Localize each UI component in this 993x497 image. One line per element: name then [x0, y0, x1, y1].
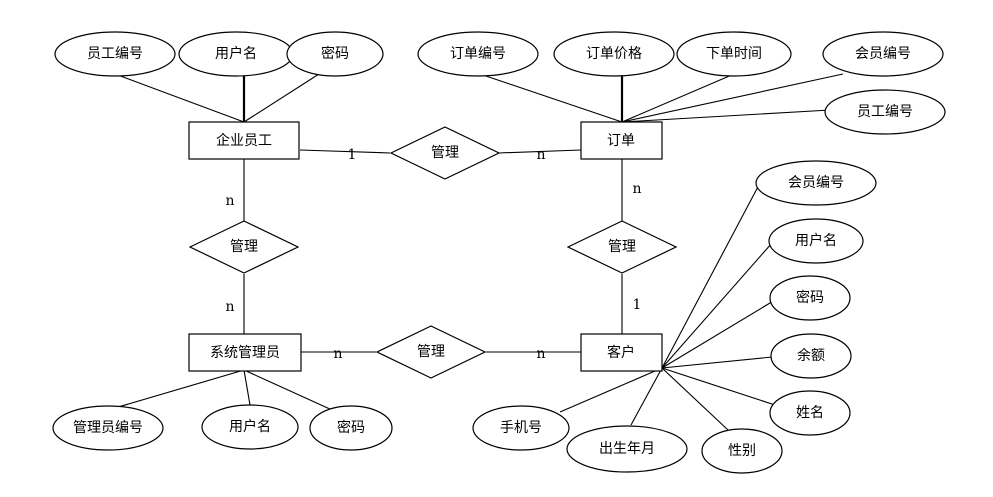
link-rel1-order [497, 149, 582, 154]
attr-customer-balance-label: 余额 [797, 347, 825, 364]
attr-order-id-ellipse [417, 31, 539, 77]
relationship-admin-customer: 管理 [375, 325, 487, 379]
attr-customer-gender-label: 性别 [728, 443, 756, 459]
cardinality-order-customer-order-side: n [632, 181, 641, 197]
relationship-admin-customer-diamond [375, 325, 487, 379]
attr-admin-id-ellipse [52, 405, 164, 451]
link-customer-attr-member-id [661, 182, 761, 369]
entity-order: 订单 [580, 121, 663, 160]
relationship-employee-admin-label: 管理 [230, 239, 258, 255]
attr-customer-password-label: 密码 [796, 289, 824, 306]
cardinality-admin-customer-admin-side: n [333, 346, 342, 362]
relationship-employee-order-label: 管理 [431, 145, 459, 161]
order-attributes: 订单编号 订单价格 下单时间 会员编号 员工编号 [417, 31, 946, 135]
link-customer-attr-birth [630, 367, 663, 426]
link-employee-attr-password [243, 73, 320, 123]
entity-employee: 企业员工 [188, 121, 300, 160]
attr-order-member-id-ellipse [822, 31, 944, 77]
attr-order-employee-id-ellipse [824, 89, 946, 135]
link-customer-attr-username [661, 242, 773, 369]
link-admin-attr-id [107, 369, 245, 411]
attr-customer-name-label: 姓名 [796, 405, 824, 421]
admin-attributes: 管理员编号 用户名 密码 [52, 404, 393, 451]
cardinality-employee-order-employee-side: 1 [348, 147, 357, 163]
relationship-employee-admin-diamond [188, 220, 300, 274]
link-customer-attr-password [661, 299, 776, 369]
relationship-employee-order: 管理 [389, 126, 501, 180]
cardinality-employee-order-order-side: n [536, 147, 545, 163]
relationship-order-customer-label: 管理 [608, 239, 636, 255]
attr-order-price-label: 订单价格 [586, 46, 642, 62]
link-employee-rel1 [299, 149, 391, 154]
attr-customer-gender-ellipse [701, 428, 783, 474]
link-order-attr-id [479, 73, 623, 123]
attr-order-employee-id-label: 员工编号 [857, 104, 913, 120]
attr-customer-name-ellipse [769, 390, 851, 436]
attr-employee-id-label: 员工编号 [87, 46, 143, 62]
attr-admin-username-label: 用户名 [229, 418, 271, 435]
entity-admin-box [188, 333, 302, 372]
link-order-attr-employee-id [621, 109, 831, 123]
entity-customer-box [580, 333, 663, 372]
attr-admin-password-label: 密码 [337, 419, 365, 436]
entity-admin: 系统管理员 [188, 333, 302, 372]
attr-customer-birth-label: 出生年月 [599, 441, 655, 457]
link-order-attr-member-id [621, 73, 844, 123]
relationship-order-customer-diamond [566, 220, 678, 274]
attr-order-time-label: 下单时间 [706, 46, 762, 62]
relationship-employee-admin: 管理 [188, 220, 300, 274]
attr-admin-password-ellipse [309, 405, 393, 451]
attr-customer-member-id-label: 会员编号 [788, 175, 844, 191]
link-customer-attr-gender [661, 367, 729, 431]
attr-customer-username-label: 用户名 [795, 232, 837, 249]
attr-customer-password-ellipse [769, 275, 851, 321]
relationship-order-customer: 管理 [566, 220, 678, 274]
entity-customer-label: 客户 [607, 344, 635, 361]
attr-customer-member-id-ellipse [755, 160, 877, 206]
cardinality-order-customer-customer-side: 1 [633, 297, 642, 313]
entity-order-label: 订单 [607, 133, 635, 149]
attr-employee-password-label: 密码 [321, 45, 349, 62]
attr-admin-username-ellipse [201, 404, 299, 450]
entity-order-box [580, 121, 663, 160]
relationship-admin-customer-label: 管理 [417, 344, 445, 360]
cardinality-admin-customer-customer-side: n [536, 346, 545, 362]
employee-attributes: 员工编号 用户名 密码 [54, 31, 384, 77]
attr-employee-password-ellipse [286, 31, 384, 77]
link-customer-attr-balance [661, 356, 773, 369]
cardinality-labels: 1 n n n n 1 n n [225, 147, 641, 362]
link-admin-attr-password [243, 369, 333, 411]
attr-order-id-label: 订单编号 [450, 46, 506, 62]
attr-order-member-id-label: 会员编号 [855, 46, 911, 62]
customer-attributes: 会员编号 用户名 密码 余额 姓名 性别 出生年月 手机号 [472, 160, 877, 474]
entity-customer: 客户 [580, 333, 663, 372]
attr-customer-phone-label: 手机号 [500, 420, 542, 436]
attr-customer-phone-ellipse [472, 405, 570, 451]
link-order-attr-time [621, 73, 735, 123]
link-customer-attr-phone [559, 367, 663, 413]
connector-lines [107, 73, 844, 431]
entity-employee-box [188, 121, 300, 160]
cardinality-employee-admin-admin-side: n [225, 299, 234, 315]
attr-customer-username-ellipse [768, 218, 864, 264]
cardinality-employee-admin-employee-side: n [225, 193, 234, 209]
attr-employee-username-label: 用户名 [215, 45, 257, 62]
attr-order-time-ellipse [676, 31, 792, 77]
entity-employee-label: 企业员工 [216, 132, 272, 149]
attr-employee-id-ellipse [54, 31, 176, 77]
link-admin-attr-username [243, 369, 251, 406]
link-employee-attr-id [114, 73, 245, 123]
link-customer-attr-name [661, 367, 776, 406]
entity-admin-label: 系统管理员 [210, 345, 280, 361]
relationship-employee-order-diamond [389, 126, 501, 180]
attr-order-price-ellipse [553, 31, 675, 77]
attr-customer-balance-ellipse [770, 333, 852, 379]
attr-customer-birth-ellipse [566, 425, 688, 473]
attr-admin-id-label: 管理员编号 [73, 420, 143, 436]
